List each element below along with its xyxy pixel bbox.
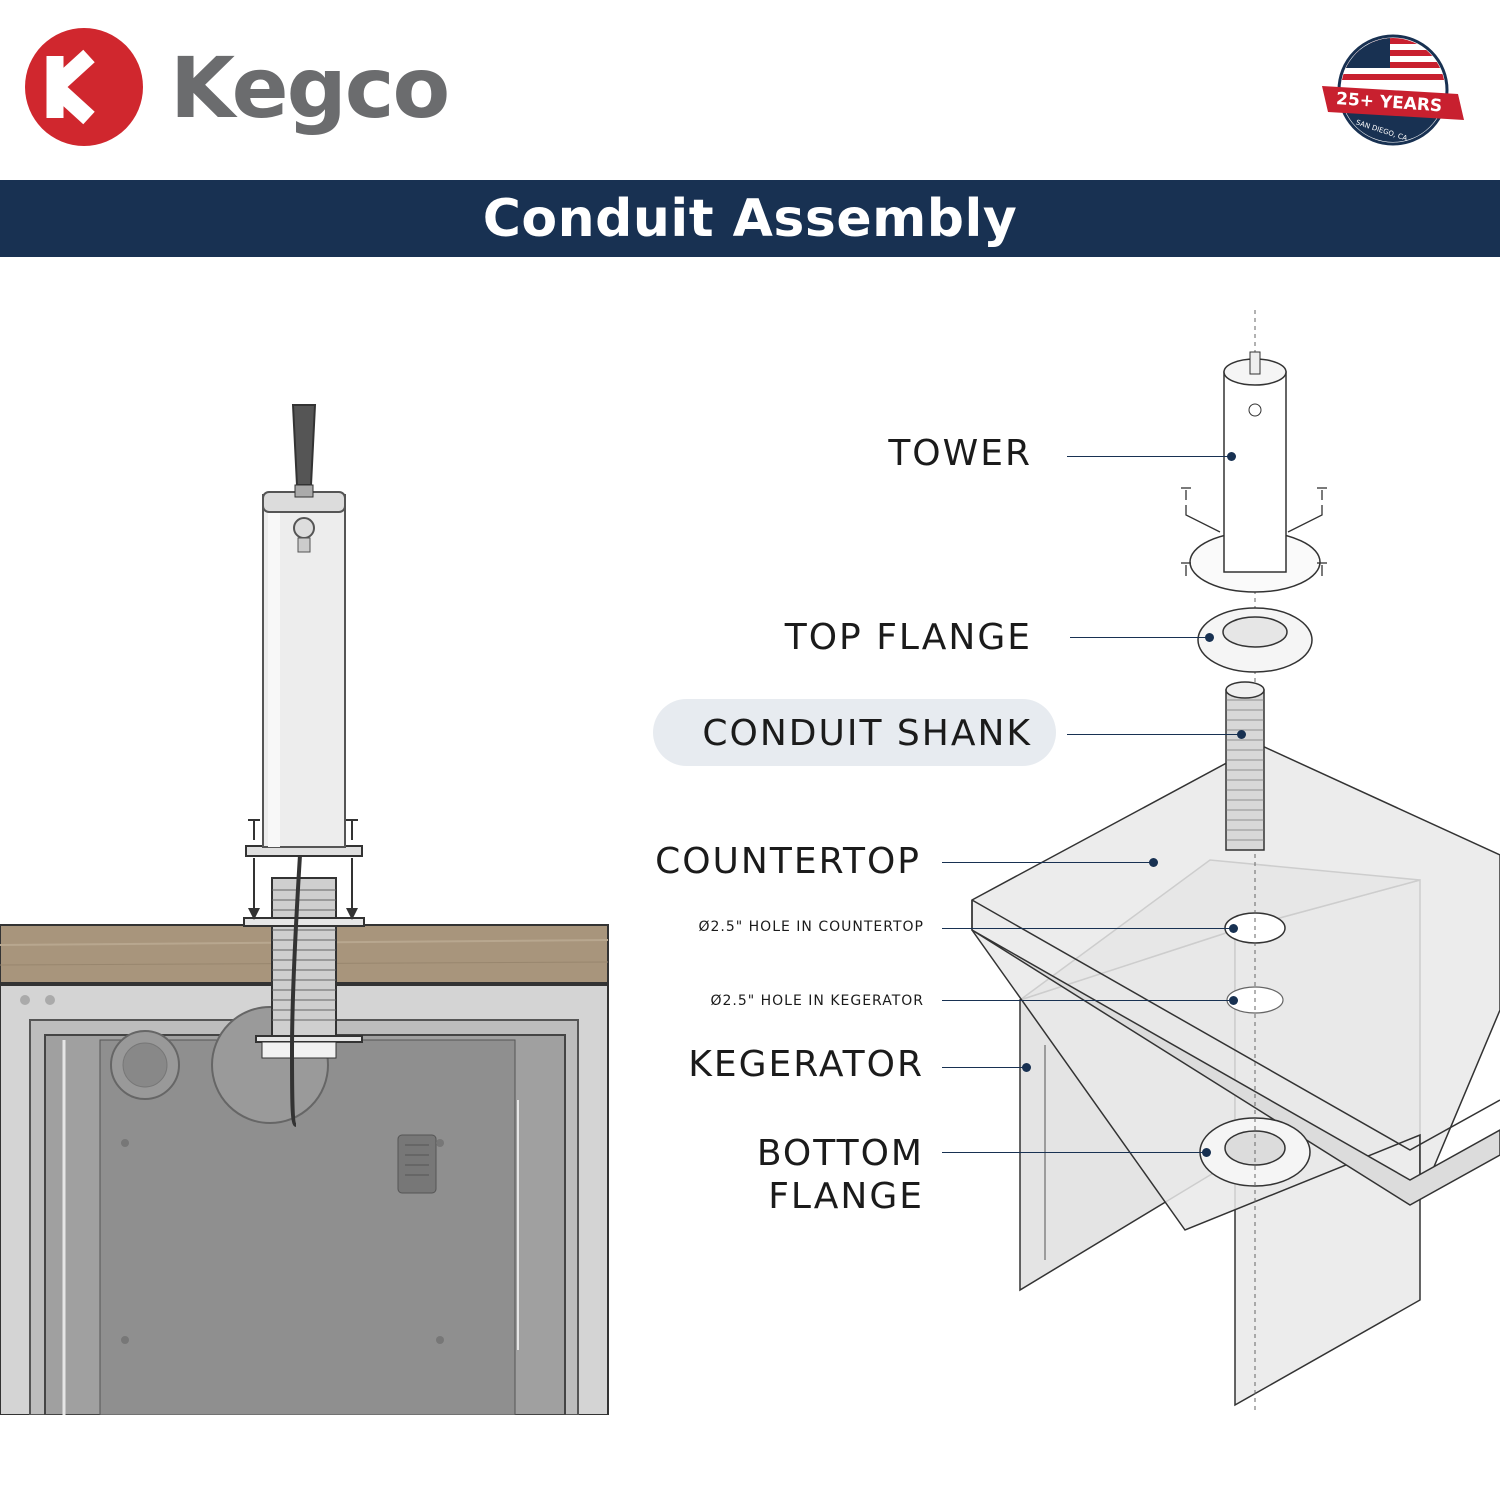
kegco-logo: Kegco [25,28,505,153]
dot-conduit-shank [1237,730,1246,739]
leader-bottom-flange [942,1152,1207,1153]
logo-circle [25,28,143,146]
leader-conduit-shank [1067,734,1242,735]
label-bottom-flange-line2: FLANGE [768,1176,924,1218]
dot-countertop [1149,858,1158,867]
dot-kegerator [1022,1063,1031,1072]
leader-kegerator [942,1067,1027,1068]
dot-hole-kegerator [1229,996,1238,1005]
dot-hole-countertop [1229,924,1238,933]
title-bar: Conduit Assembly [0,180,1500,257]
label-hole-kegerator: Ø2.5" HOLE IN KEGERATOR [710,993,924,1009]
leader-hole-kegerator [942,1000,1234,1001]
leader-tower [1067,456,1232,457]
label-top-flange: TOP FLANGE [784,617,1032,658]
installed-assembly-illustration [0,404,609,1415]
label-conduit-shank: CONDUIT SHANK [702,713,1032,754]
logo-k-icon [46,49,95,125]
leader-top-flange [1070,637,1210,638]
dot-tower [1227,452,1236,461]
label-countertop: COUNTERTOP [655,841,921,882]
label-bottom-flange: BOTTOM FLANGE [757,1132,924,1218]
exploded-assembly-illustration [971,310,1500,1410]
brand-name: Kegco [170,39,450,137]
leader-hole-countertop [942,928,1234,929]
dot-bottom-flange [1202,1148,1211,1157]
leader-countertop [942,862,1154,863]
label-bottom-flange-line1: BOTTOM [756,1133,924,1174]
conduit-shank-highlight [653,699,1056,766]
label-hole-countertop: Ø2.5" HOLE IN COUNTERTOP [698,919,924,935]
label-tower: TOWER [888,433,1032,474]
years-badge-icon: 25+ YEARS SAN DIEGO, CA [1322,34,1464,146]
page-title: Conduit Assembly [482,188,1018,249]
dot-top-flange [1205,633,1214,642]
label-kegerator: KEGERATOR [688,1044,924,1085]
